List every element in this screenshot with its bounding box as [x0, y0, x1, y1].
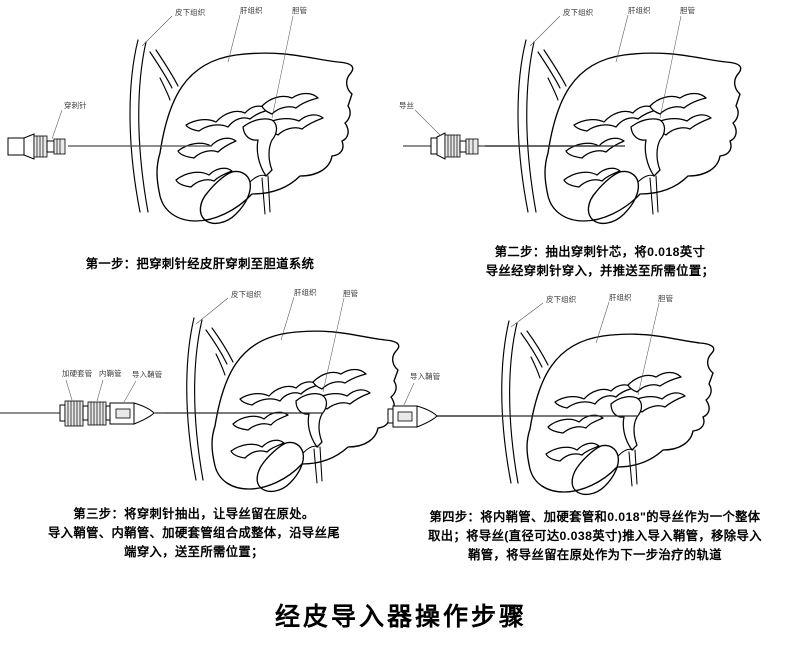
label-subcutaneous: 皮下组织 [231, 290, 261, 299]
label-bile-duct: 胆管 [680, 6, 695, 15]
biliary-tree [175, 92, 324, 215]
label-introducer-sheath: 导入鞘管 [410, 372, 440, 381]
label-group: 皮下组织 肝组织 胆管 穿刺针 [51, 6, 307, 140]
biliary-tree [563, 92, 712, 215]
gallbladder [256, 441, 319, 493]
caption-line: 端穿入，送至所需位置； [124, 545, 264, 559]
illustration-step-3: 皮下组织 肝组织 胆管 加硬套管 内鞘管 导入鞘管 [0, 288, 400, 493]
panel-step-3: 皮下组织 肝组织 胆管 加硬套管 内鞘管 导入鞘管 [0, 288, 400, 503]
label-subcutaneous: 皮下组织 [546, 295, 576, 304]
gallbladder [571, 444, 634, 496]
caption-step-2: 第二步：抽出穿刺针芯，将0.018英寸 导丝经穿刺针穿入，并推送至所需位置； [400, 243, 800, 281]
puncture-needle [7, 133, 212, 160]
gallbladder [587, 170, 655, 225]
liver-organ [544, 52, 742, 222]
panel-step-1: 皮下组织 肝组织 胆管 穿刺针 [0, 0, 400, 240]
caption-line: 鞘管，将导丝留在原处作为下一步治疗的轨道 [468, 548, 722, 562]
label-bile-duct: 胆管 [658, 294, 673, 303]
caption-line: 第三步：将穿刺针抽出，让导丝留在原处。 [73, 507, 315, 521]
caption-step-1: 第一步：把穿刺针经皮肝穿刺至胆道系统 [0, 255, 400, 274]
label-introducer-sheath: 导入鞘管 [132, 370, 162, 379]
biliary-tree [230, 368, 371, 484]
caption-step-3: 第三步：将穿刺针抽出，让导丝留在原处。 导入鞘管、内鞘管、加硬套管组合成整体，沿… [0, 505, 388, 562]
label-bile-duct: 胆管 [292, 6, 307, 15]
caption-step-4: 第四步：将内鞘管、加硬套管和0.018"的导丝作为一个整体 取出；将导丝(直径可… [388, 508, 802, 565]
subcutaneous-layer [517, 39, 567, 213]
label-liver-tissue: 肝组织 [294, 288, 317, 297]
caption-line: 导入鞘管、内鞘管、加硬套管组合成整体，沿导丝尾 [47, 526, 341, 540]
caption-line: 第二步：抽出穿刺针芯，将0.018英寸 [494, 245, 706, 259]
label-puncture-needle: 穿刺针 [64, 101, 87, 110]
caption-line: 导丝经穿刺针穿入，并推送至所需位置； [485, 264, 715, 278]
label-bile-duct: 胆管 [343, 289, 358, 298]
gallbladder [199, 170, 267, 225]
illustration-step-1: 皮下组织 肝组织 胆管 穿刺针 [7, 6, 354, 225]
subcutaneous-layer [501, 320, 549, 484]
label-group: 皮下组织 肝组织 胆管 导入鞘管 [403, 293, 673, 406]
illustration-step-2: 皮下组织 肝组织 胆管 导丝 [399, 6, 742, 225]
label-inner-sheath: 内鞘管 [99, 369, 122, 378]
label-liver-tissue: 肝组织 [628, 6, 651, 15]
liver-organ [526, 333, 715, 493]
sheath-assembly [0, 400, 322, 427]
biliary-tree [545, 371, 686, 487]
illustration-step-4: 皮下组织 肝组织 胆管 导入鞘管 [387, 293, 715, 496]
label-subcutaneous: 皮下组织 [563, 8, 593, 17]
label-stiffening-cannula: 加硬套管 [62, 369, 92, 378]
label-group: 皮下组织 肝组织 胆管 导丝 [399, 6, 695, 137]
needle-with-guidewire [403, 132, 625, 160]
panel-step-4: 皮下组织 肝组织 胆管 导入鞘管 [380, 293, 802, 505]
label-liver-tissue: 肝组织 [240, 6, 263, 15]
page-title: 经皮导入器操作步骤 [274, 603, 527, 631]
caption-line: 取出；将导丝(直径可达0.038英寸)推入导入鞘管，移除导入 [428, 529, 762, 543]
subcutaneous-layer [186, 317, 234, 481]
introducer-sheath-only [387, 405, 638, 428]
label-guidewire: 导丝 [399, 101, 414, 110]
caption-line: 第一步：把穿刺针经皮肝穿刺至胆道系统 [85, 257, 315, 271]
label-group: 皮下组织 肝组织 胆管 加硬套管 内鞘管 导入鞘管 [62, 288, 358, 403]
panel-step-2: 皮下组织 肝组织 胆管 导丝 [395, 0, 802, 235]
liver-organ [156, 52, 354, 222]
caption-line: 第四步：将内鞘管、加硬套管和0.018"的导丝作为一个整体 [429, 510, 761, 524]
subcutaneous-layer [129, 39, 179, 213]
label-liver-tissue: 肝组织 [609, 293, 632, 302]
label-subcutaneous: 皮下组织 [175, 8, 205, 17]
